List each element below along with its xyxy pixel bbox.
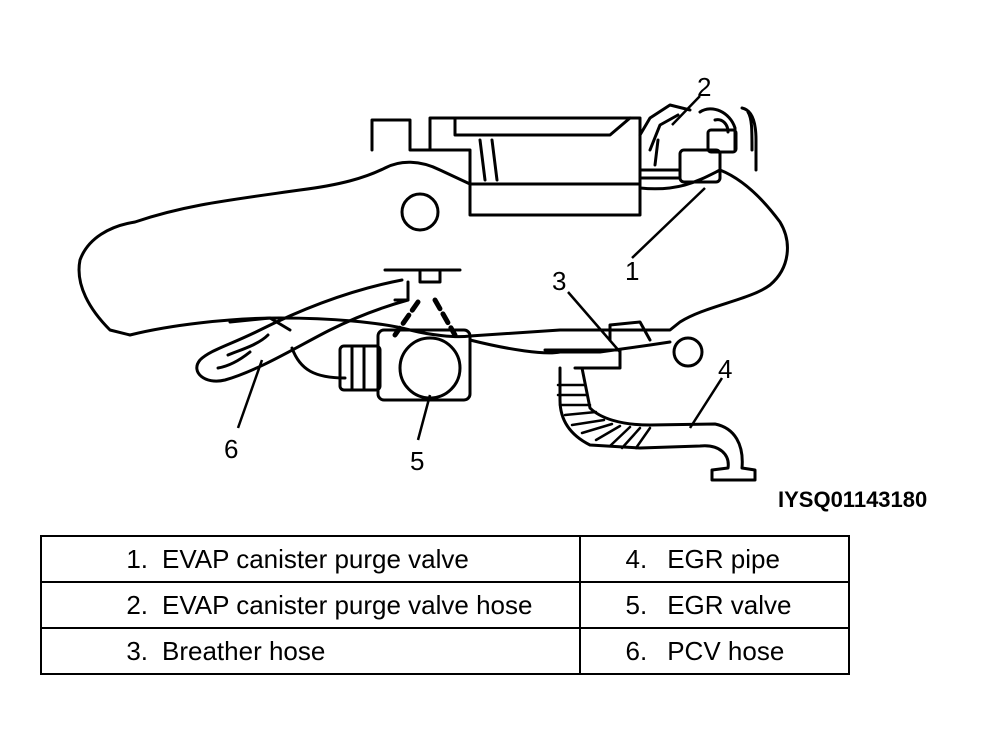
legend-row: 3. Breather hose 6. PCV hose xyxy=(39,627,850,675)
callout-6: 6 xyxy=(224,434,238,464)
callout-2: 2 xyxy=(697,72,711,102)
legend-label: EGR pipe xyxy=(667,543,780,574)
callout-5: 5 xyxy=(410,446,424,476)
legend-number: 3. xyxy=(126,635,148,666)
legend-row: 1. EVAP canister purge valve 4. EGR pipe xyxy=(39,535,850,583)
legend-number: 4. xyxy=(625,543,648,574)
upper-port xyxy=(400,192,440,232)
legend-label: EGR valve xyxy=(667,589,792,620)
callout-4: 4 xyxy=(718,354,732,384)
figure-code: IYSQ01143180 xyxy=(778,487,927,512)
legend-number: 2. xyxy=(126,589,148,620)
leader-3 xyxy=(567,291,621,353)
legend-row: 2. EVAP canister purge valve hose 5. EGR v… xyxy=(39,581,850,629)
leader-2 xyxy=(671,95,701,126)
callout-3: 3 xyxy=(552,266,566,296)
engine-diagram: 2 1 3 4 5 6 IYSQ01143180 xyxy=(77,72,927,512)
legend-label: PCV hose xyxy=(667,635,785,666)
purge-valve-hose xyxy=(638,103,692,167)
legend-label: EVAP canister purge valve xyxy=(162,543,469,574)
pcv-hose xyxy=(195,278,410,383)
legend-label: Breather hose xyxy=(162,635,326,666)
leader-4 xyxy=(688,377,724,429)
egr-pipe xyxy=(558,366,757,482)
leader-1 xyxy=(631,187,706,259)
egr-valve-body xyxy=(376,328,472,402)
plenum-block xyxy=(370,116,642,217)
legend-number: 6. xyxy=(625,635,648,666)
legend-number: 5. xyxy=(625,589,648,620)
leader-5 xyxy=(416,394,432,441)
legend-number: 1. xyxy=(126,543,148,574)
egr-valve-diaphragm xyxy=(398,336,462,400)
callout-1: 1 xyxy=(625,256,639,286)
engine-body-outline xyxy=(77,160,789,339)
legend-label: EVAP canister purge valve hose xyxy=(162,589,533,620)
legend-table: 1. EVAP canister purge valve 4. EGR pipe 2… xyxy=(39,535,850,675)
purge-valve-body xyxy=(678,148,722,184)
breather-hose xyxy=(468,338,672,355)
leader-6 xyxy=(236,359,264,429)
